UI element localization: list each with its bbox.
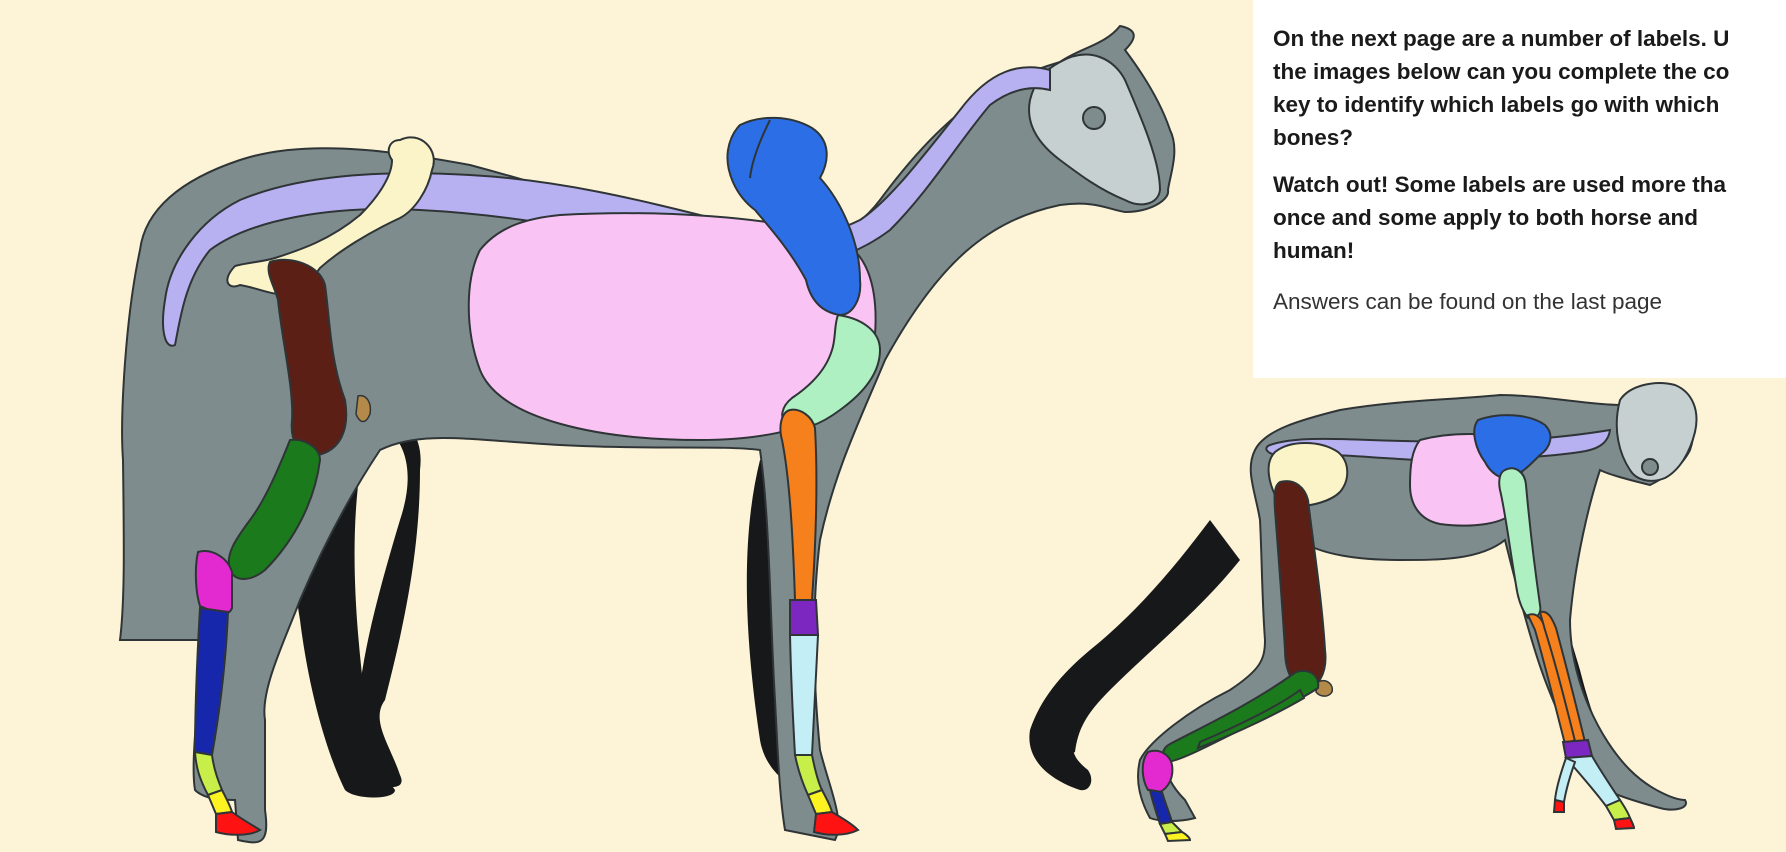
human-eye-socket: [1642, 459, 1658, 475]
instructions-line: human!: [1273, 238, 1354, 263]
instructions-line: key to identify which labels go with whi…: [1273, 92, 1719, 117]
horse-tarsals: [196, 551, 232, 614]
instructions-paragraph-2: Watch out! Some labels are used more tha…: [1273, 168, 1786, 267]
instructions-paragraph-1: On the next page are a number of labels.…: [1273, 22, 1786, 154]
horse-patella: [356, 396, 370, 422]
horse-metacarpal: [790, 635, 818, 755]
human-carpals: [1563, 740, 1592, 758]
answers-note: Answers can be found on the last page: [1273, 285, 1786, 318]
human-tarsals: [1143, 751, 1173, 792]
instructions-line: On the next page are a number of labels.…: [1273, 26, 1729, 51]
horse-eye-socket: [1083, 107, 1105, 129]
instructions-line: the images below can you complete the co: [1273, 59, 1729, 84]
instructions-line: once and some apply to both horse and: [1273, 205, 1698, 230]
instructions-panel: On the next page are a number of labels.…: [1253, 0, 1786, 378]
horse-carpals: [790, 600, 818, 635]
human-finger-tip: [1614, 818, 1634, 829]
human-thumb-tip: [1554, 800, 1564, 812]
instructions-line: bones?: [1273, 125, 1353, 150]
instructions-line: Watch out! Some labels are used more tha: [1273, 172, 1726, 197]
